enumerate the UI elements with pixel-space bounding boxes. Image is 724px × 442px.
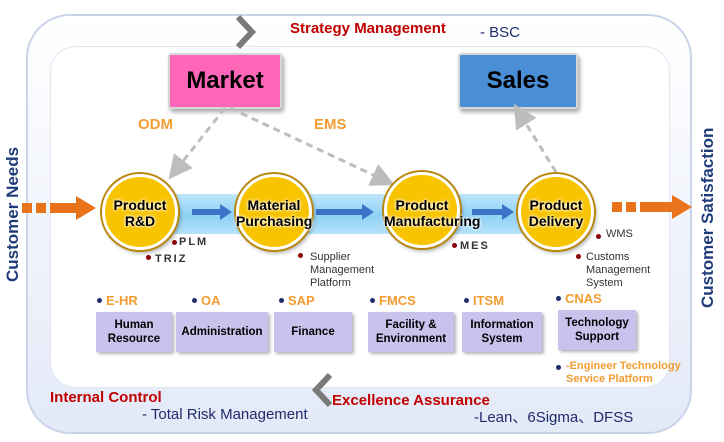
process-node-rd bbox=[102, 174, 178, 250]
triz-label: TRIZ bbox=[155, 253, 188, 265]
system-sap: SAP bbox=[288, 293, 315, 308]
plm-label: PLM bbox=[179, 236, 209, 248]
system-fmcs: FMCS bbox=[379, 293, 416, 308]
process-node-purchasing bbox=[236, 174, 312, 250]
wms-bullet bbox=[596, 234, 601, 239]
plm-bullet bbox=[172, 240, 177, 245]
dept-administration: Administration bbox=[176, 312, 268, 352]
triz-bullet bbox=[146, 255, 151, 260]
system-itsm: ITSM bbox=[473, 293, 505, 308]
oa-bullet bbox=[192, 298, 197, 303]
cnas-bullet bbox=[556, 296, 561, 301]
odm-label: ODM bbox=[138, 116, 173, 133]
mes-label: MES bbox=[460, 240, 490, 252]
excellence-title: Excellence Assurance bbox=[332, 392, 490, 409]
customs-bullet bbox=[576, 254, 581, 259]
chevron-right-icon bbox=[235, 14, 257, 50]
dept-finance: Finance bbox=[274, 312, 352, 352]
ehr-bullet bbox=[97, 298, 102, 303]
internal-control-subtitle: - Total Risk Management bbox=[142, 406, 308, 423]
chevron-left-icon bbox=[311, 372, 333, 408]
engineer-bullet bbox=[556, 365, 561, 370]
dept-facility-environment: Facility &Environment bbox=[368, 312, 454, 352]
process-node-delivery bbox=[518, 174, 594, 250]
supplier-bullet bbox=[298, 253, 303, 258]
internal-control-title: Internal Control bbox=[50, 389, 162, 406]
itsm-bullet bbox=[464, 298, 469, 303]
process-node-manufacturing bbox=[384, 172, 460, 248]
system-ehr: E-HR bbox=[106, 293, 138, 308]
system-oa: OA bbox=[201, 293, 221, 308]
ems-label: EMS bbox=[314, 116, 347, 133]
fmcs-bullet bbox=[370, 298, 375, 303]
system-cnas: CNAS bbox=[565, 291, 602, 306]
mes-bullet bbox=[452, 243, 457, 248]
strategy-subtitle: - BSC bbox=[480, 24, 521, 41]
strategy-title: Strategy Management bbox=[290, 20, 446, 37]
wms-label: WMS bbox=[606, 228, 633, 240]
sap-bullet bbox=[279, 298, 284, 303]
sales-box: Sales bbox=[458, 53, 578, 109]
excellence-subtitle: -Lean、6Sigma、DFSS bbox=[474, 409, 634, 426]
